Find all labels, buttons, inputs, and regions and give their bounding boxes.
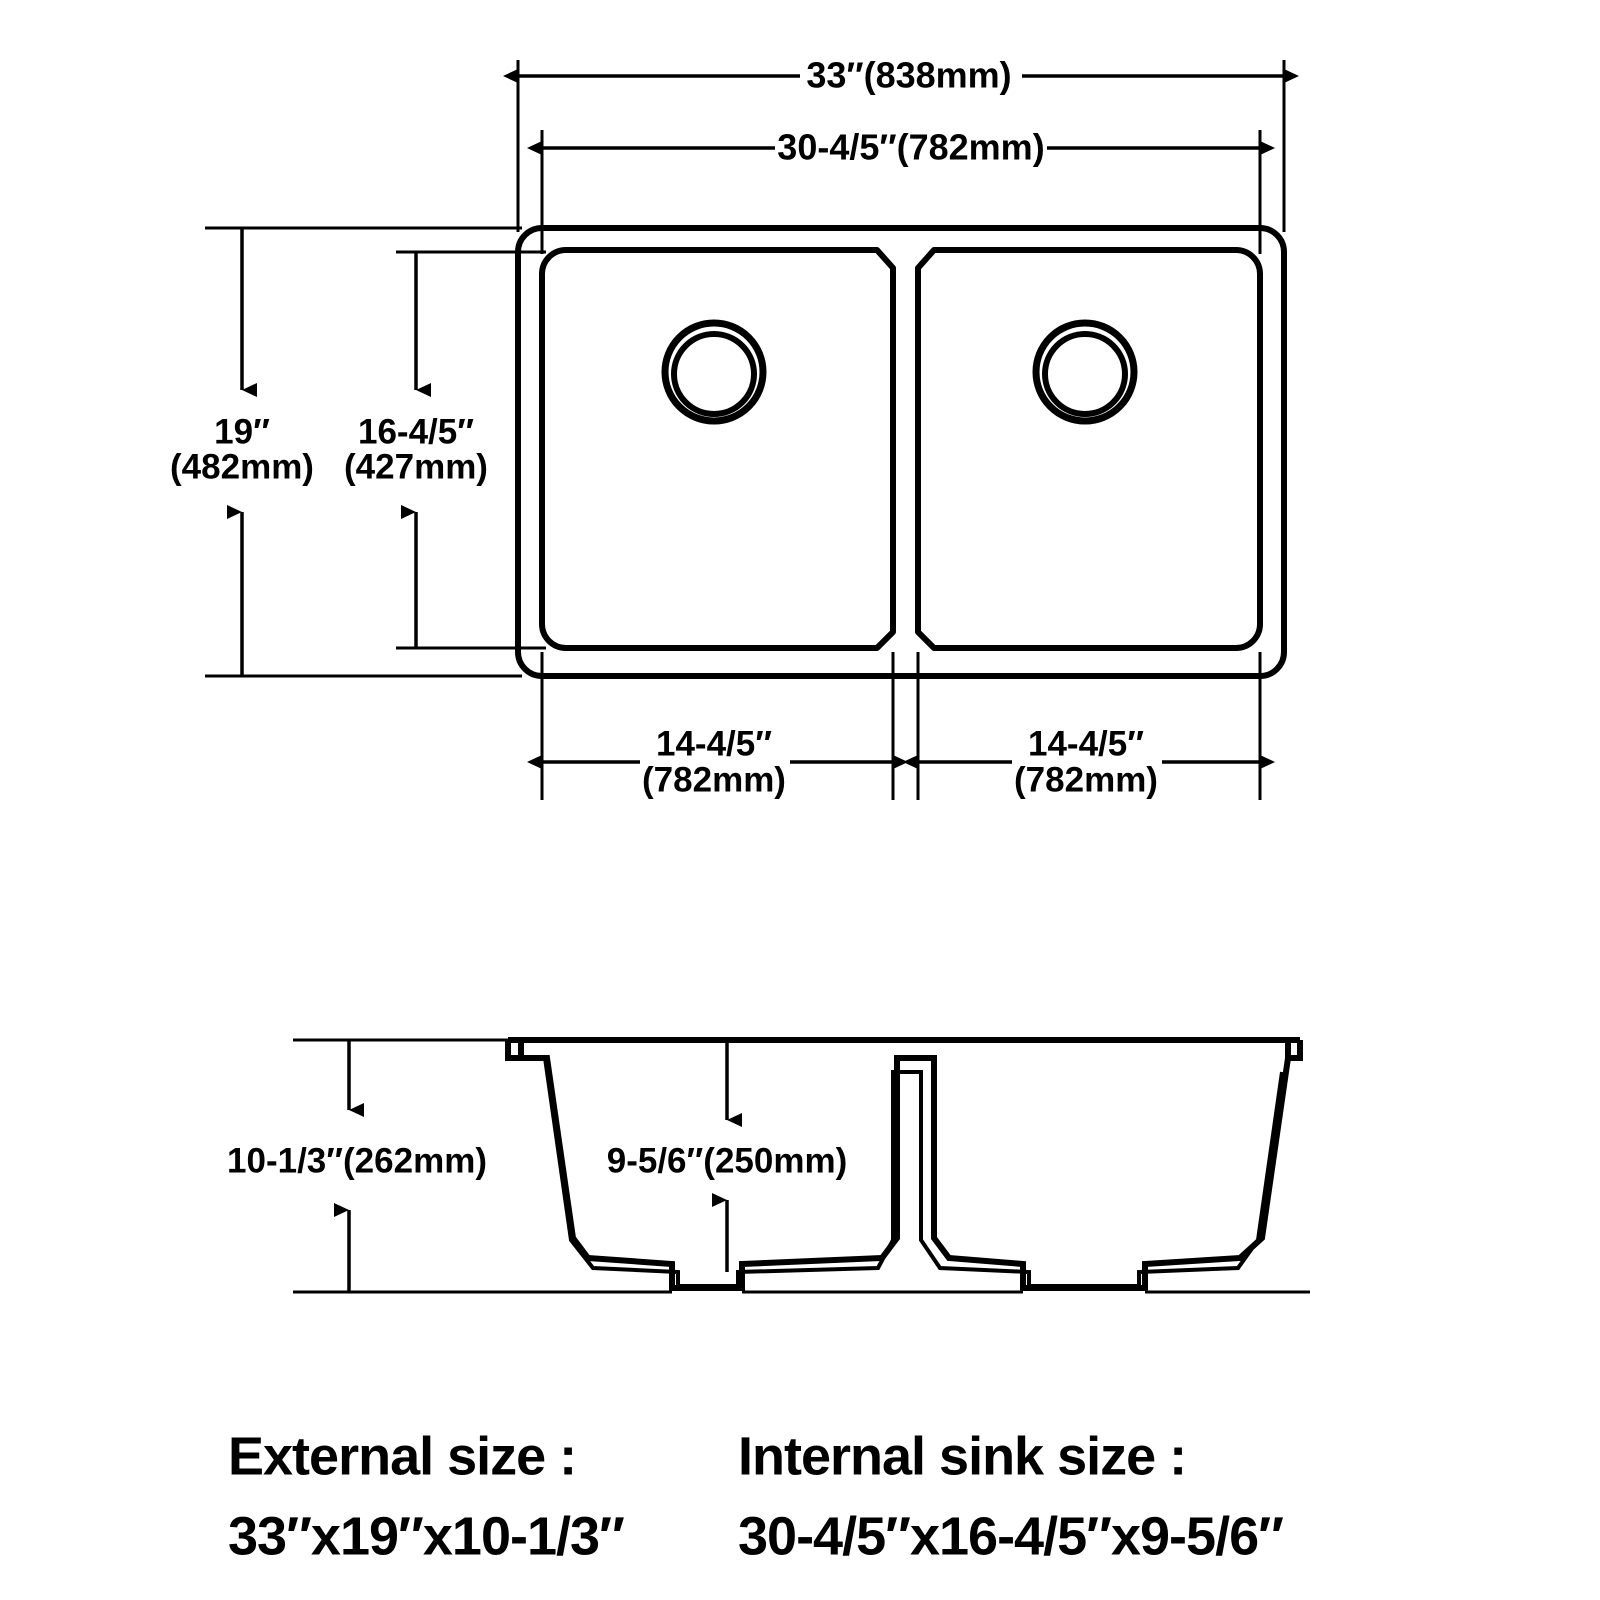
caption-external-value: 33″x19″x10-1/3″ — [228, 1506, 624, 1566]
sink-outer-rim — [515, 225, 1287, 679]
section-view-group — [293, 1037, 1310, 1294]
dim-overall-depth-label-line2: (482mm) — [170, 447, 314, 486]
drain-ring-inner-icon — [671, 331, 757, 417]
section-right-rim-lip — [1288, 1040, 1303, 1061]
dim-overall-height-label: 10-1/3″(262mm) — [227, 1141, 487, 1180]
dim-left-bowl-label-line1: 14-4/5″ — [656, 724, 772, 763]
section-left-rim-lip — [505, 1040, 521, 1061]
section-inner-profile — [543, 1057, 1284, 1288]
plan-view-group — [515, 225, 1287, 679]
caption-group: External size : 33″x19″x10-1/3″ Internal… — [228, 1426, 1284, 1566]
left-bowl-outline — [539, 247, 896, 651]
drain-ring-icon — [1032, 319, 1138, 425]
drain-ring-icon — [661, 319, 767, 425]
dim-right-bowl-label-line1: 14-4/5″ — [1028, 724, 1144, 763]
right-drain — [1032, 319, 1138, 425]
plan-left-dimensions: 19″ (482mm) 16-4/5″ (427mm) — [170, 226, 546, 678]
plan-top-dimensions: 33″(838mm) 30-4/5″(782mm) — [503, 55, 1299, 254]
dim-inner-depth-label-line2: (427mm) — [344, 447, 488, 486]
section-outer-profile — [518, 1040, 1291, 1291]
caption-internal-value: 30-4/5″x16-4/5″x9-5/6″ — [738, 1506, 1283, 1566]
dim-inner-width-label: 30-4/5″(782mm) — [777, 127, 1044, 168]
dim-overall-depth-label-line1: 19″ — [214, 412, 270, 451]
dim-inner-depth-label-line1: 16-4/5″ — [358, 412, 474, 451]
caption-internal-label: Internal sink size : — [738, 1426, 1186, 1486]
dim-right-bowl-label-line2: (782mm) — [1014, 760, 1158, 799]
dim-bowl-depth-label: 9-5/6″(250mm) — [607, 1141, 848, 1180]
caption-external-label: External size : — [228, 1426, 576, 1486]
dim-overall-width-label: 33″(838mm) — [806, 55, 1011, 96]
dim-left-bowl-label-line2: (782mm) — [642, 760, 786, 799]
section-dimensions: 10-1/3″(262mm) 9-5/6″(250mm) — [227, 1040, 847, 1292]
left-drain — [661, 319, 767, 425]
drain-ring-inner-icon — [1042, 331, 1128, 417]
plan-bottom-dimensions: 14-4/5″ (782mm) 14-4/5″ (782mm) — [527, 652, 1275, 800]
right-bowl-outline — [915, 247, 1263, 651]
